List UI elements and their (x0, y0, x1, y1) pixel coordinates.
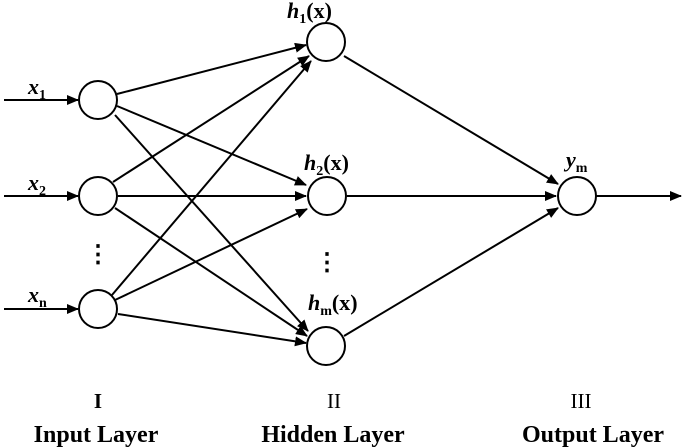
hidden-output-connections (343, 55, 559, 337)
input-label-1: x1 (27, 74, 46, 103)
input-label-2: x2 (27, 170, 46, 199)
hidden-label-m: hm(x) (308, 290, 358, 319)
hidden-neuron-2 (307, 176, 347, 216)
hidden-neuron-m (306, 326, 346, 366)
input-neuron-2 (78, 176, 118, 216)
layer-numeral-output: III (571, 389, 592, 413)
layer-name-output: Output Layer (522, 422, 664, 448)
input-neuron-1 (78, 80, 118, 120)
input-label-n: xn (27, 282, 47, 311)
output-neuron (557, 176, 597, 216)
hidden-label-1: h1(x) (287, 0, 332, 27)
input-hidden-connections (111, 42, 312, 347)
layer-numeral-hidden: II (327, 389, 341, 413)
input-ellipsis: ⋮ (86, 242, 110, 268)
output-label: ym (563, 147, 588, 176)
hidden-ellipsis: ⋮ (315, 250, 339, 276)
hidden-label-2: h2(x) (304, 150, 349, 179)
layer-name-input: Input Layer (34, 422, 159, 448)
hidden-neuron-1 (306, 22, 346, 62)
layer-name-hidden: Hidden Layer (261, 422, 405, 448)
input-neuron-n (78, 289, 118, 329)
layer-numeral-input: I (94, 389, 102, 413)
